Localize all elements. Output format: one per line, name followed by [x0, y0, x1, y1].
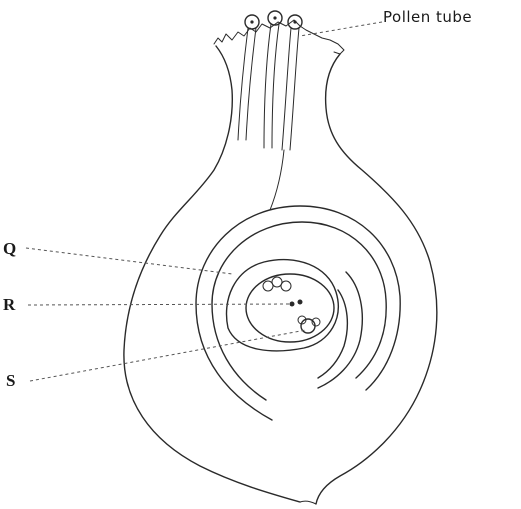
- style-left-wall: [124, 46, 300, 502]
- antipodal-cell-3: [281, 281, 291, 291]
- leader-line-pollen-tube: [300, 22, 382, 36]
- label-s: S: [6, 372, 15, 389]
- label-q: Q: [3, 240, 16, 257]
- antipodal-cell-2: [272, 277, 282, 287]
- pollen-tube-descent: [270, 150, 284, 210]
- pollen-nucleus-3: [293, 20, 296, 23]
- leader-line-r: [28, 304, 292, 305]
- ovary-base: [300, 501, 316, 504]
- label-r: R: [3, 296, 15, 313]
- nucellus: [227, 260, 339, 351]
- funicle: [318, 272, 362, 388]
- pollen-tube-2: [264, 24, 279, 148]
- polar-nucleus-2: [298, 300, 303, 305]
- leader-line-s: [30, 330, 306, 381]
- antipodal-cell-1: [263, 281, 273, 291]
- pollen-nucleus-1: [250, 20, 253, 23]
- leader-line-q: [26, 248, 232, 274]
- inner-integument: [212, 222, 386, 400]
- embryo-sac: [246, 274, 334, 342]
- pollen-tube-1: [238, 28, 256, 140]
- style-right-wall: [316, 54, 437, 504]
- pollen-nucleus-2: [273, 16, 276, 19]
- pollen-tube-3: [282, 28, 299, 150]
- label-pollen-tube: Pollen tube: [383, 10, 472, 25]
